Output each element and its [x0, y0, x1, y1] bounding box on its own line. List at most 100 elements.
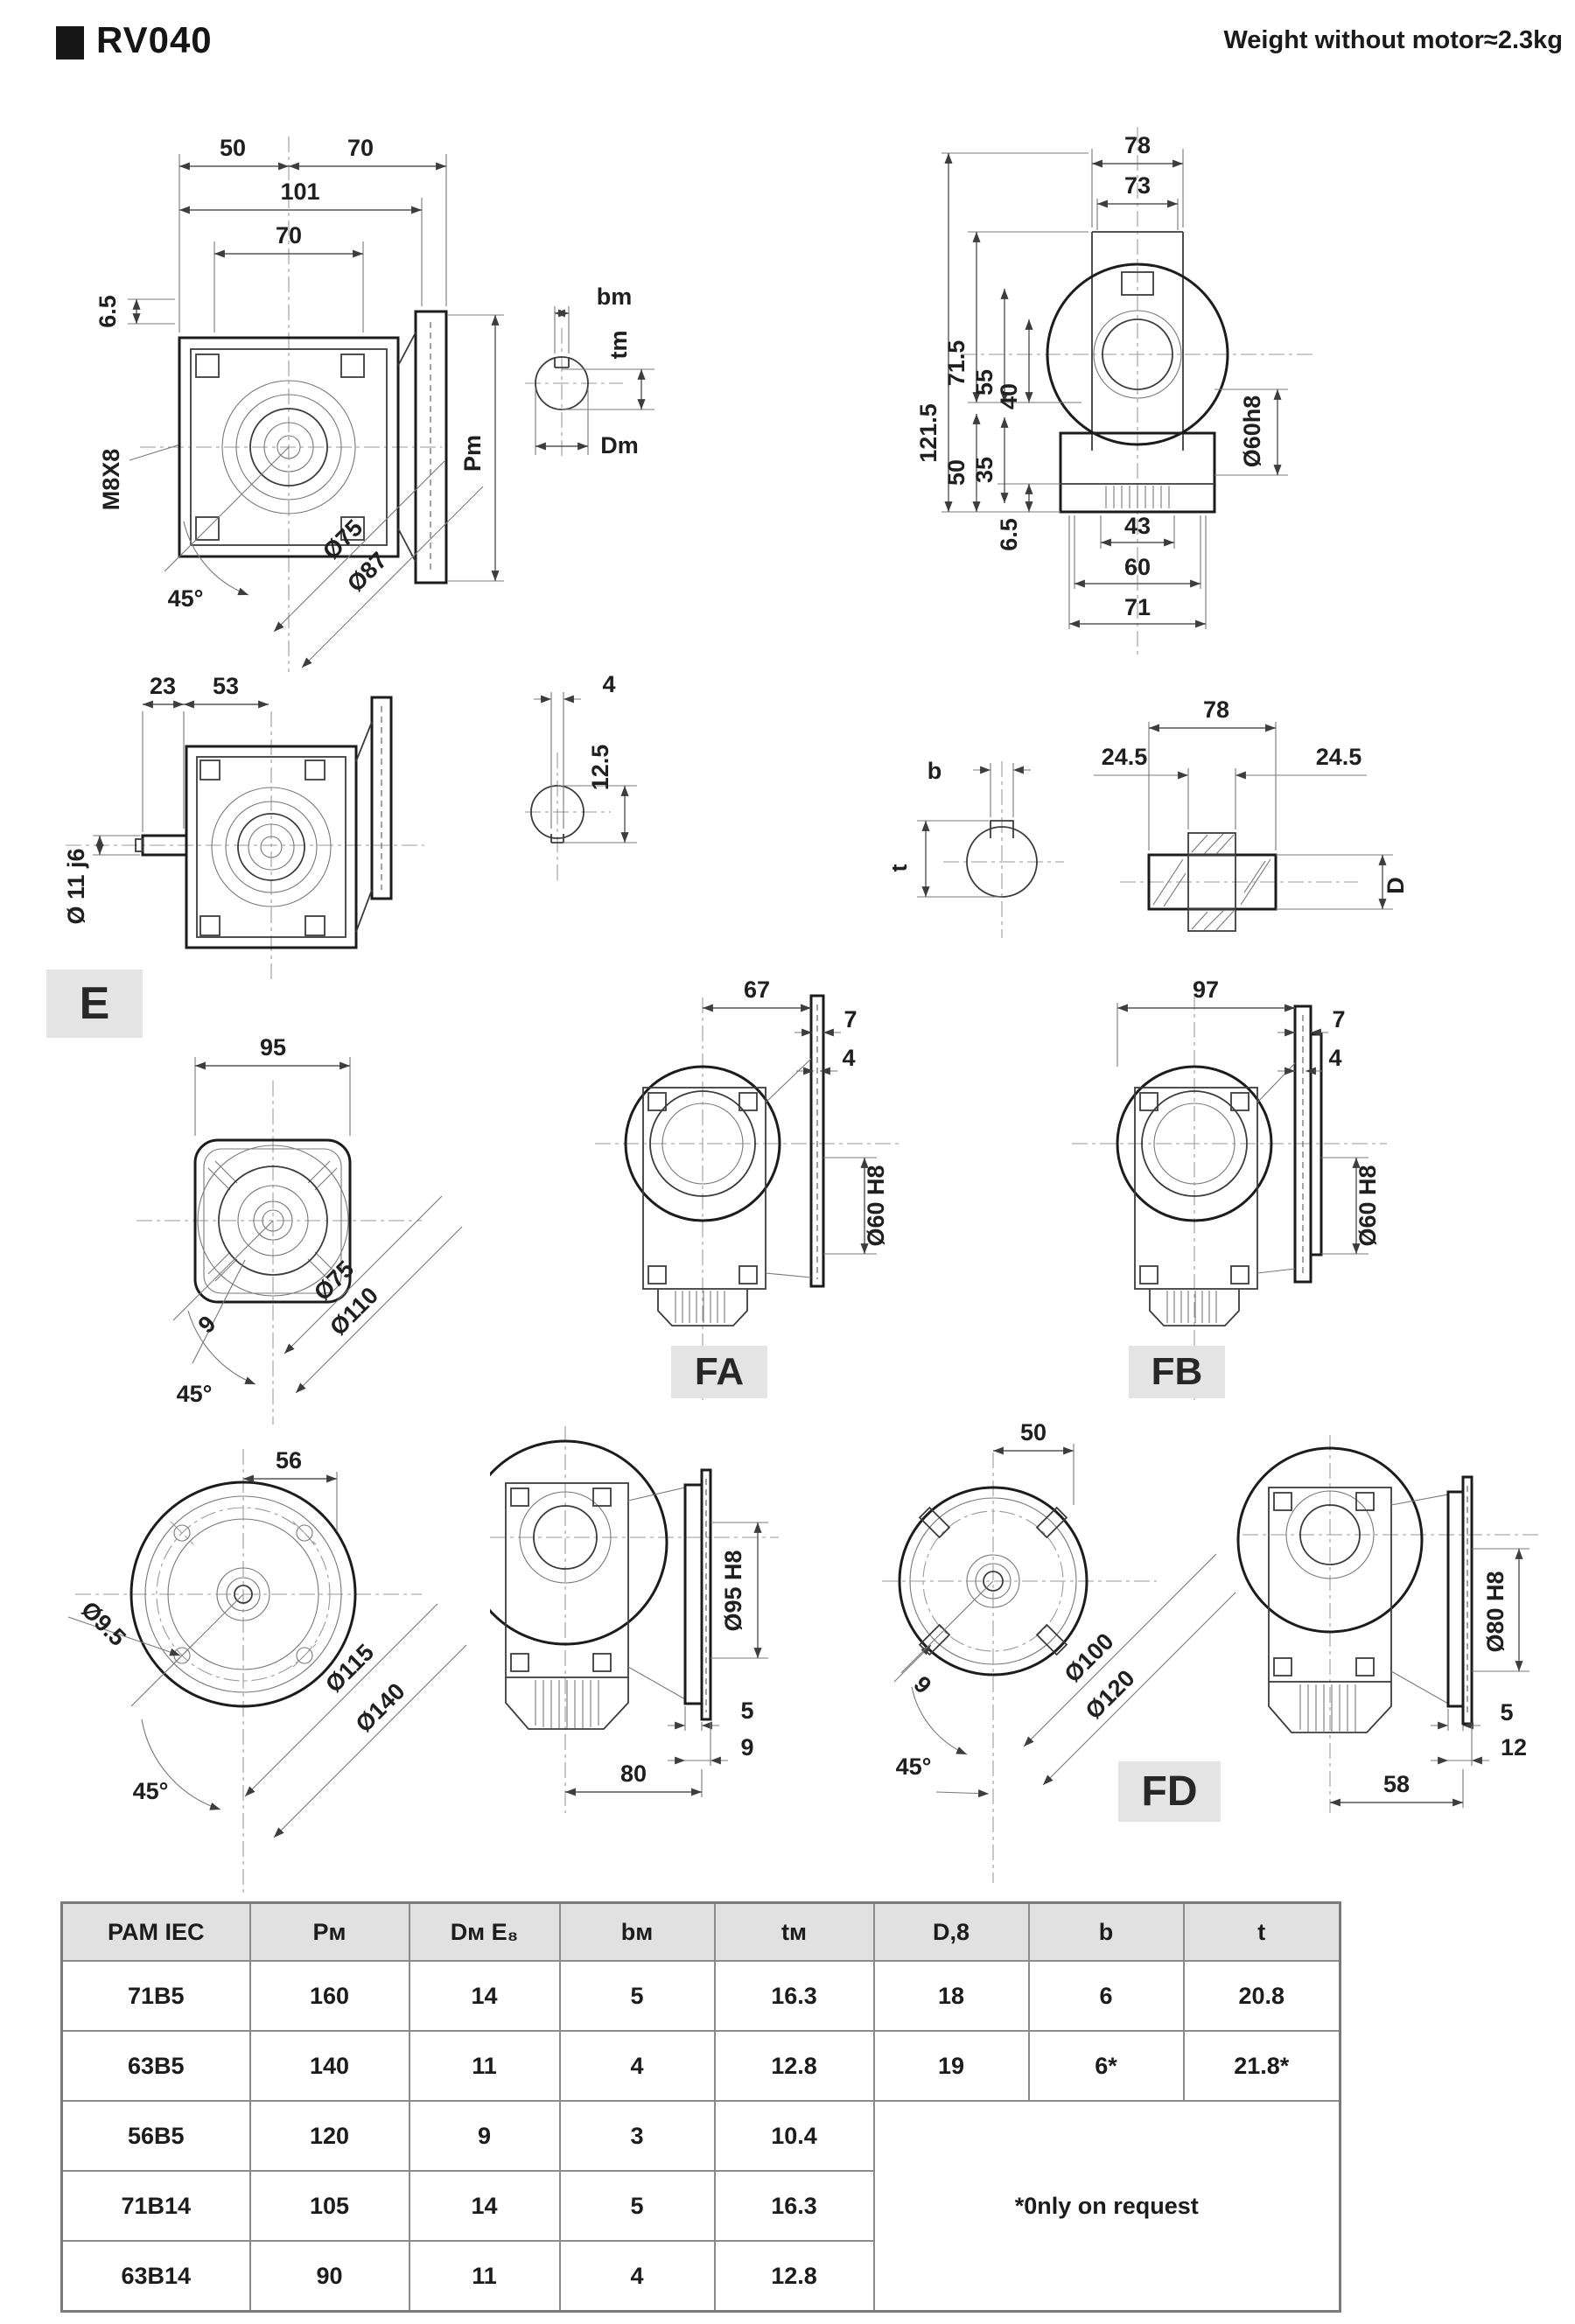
dim-label: 101	[280, 178, 319, 205]
dim-label: 121.5	[915, 403, 942, 463]
dim-label: 45°	[133, 1778, 169, 1804]
dim-label: 53	[213, 673, 239, 699]
dim-label: 5	[1500, 1699, 1513, 1726]
thread-label: M8X8	[98, 449, 124, 511]
table-cell: 4	[558, 2240, 716, 2313]
table-cell: 71B5	[60, 1960, 251, 2032]
col-header: Dᴍ E₈	[408, 1901, 561, 1962]
dim-label: Ø60h8	[1239, 396, 1265, 468]
dim-label: 12.5	[587, 745, 613, 791]
table-row: 63B14 90 11 4 12.8	[60, 2240, 1340, 2313]
table-cell: 18	[872, 1960, 1030, 2032]
dim-label: Dm	[600, 432, 639, 458]
variant-label-fa: FA	[671, 1346, 767, 1398]
dim-label: D	[1382, 877, 1409, 894]
dim-label: 45°	[168, 585, 204, 612]
table-header-row: PAM IEC Pᴍ Dᴍ E₈ bᴍ tᴍ D,8 b t	[60, 1901, 1341, 1962]
dim-label: 24.5	[1316, 744, 1362, 770]
drawing-e-flange: 95 Ø75 Ø110 9 45°	[136, 1034, 463, 1424]
table-cell: 5	[558, 2170, 716, 2242]
table-cell: 90	[248, 2240, 410, 2313]
dim-label: 45°	[896, 1754, 932, 1780]
table-cell: 120	[248, 2100, 410, 2172]
dim-label: 6.5	[94, 295, 121, 328]
table-note-cell: *0nly on request	[872, 2100, 1341, 2313]
dim-label: Ø60 H8	[863, 1165, 889, 1246]
drawing-hollow-shaft-section: 78 24.5 24.5 D	[1094, 696, 1409, 932]
col-header: b	[1027, 1901, 1185, 1962]
table-cell: 16.3	[713, 1960, 875, 2032]
dim-label: 70	[347, 135, 374, 161]
dim-label: 70	[276, 222, 302, 248]
drawing-input-key-section: 4 12.5	[525, 671, 637, 884]
table-cell: 6*	[1027, 2030, 1185, 2102]
drawing-fc-side-view: Ø95 H8 5 9 80	[490, 1426, 779, 1813]
dim-label: Ø9.5	[76, 1596, 131, 1651]
dim-label: Pm	[459, 435, 486, 472]
table-cell: 140	[248, 2030, 410, 2102]
dim-label: Ø95 H8	[720, 1550, 746, 1631]
table-cell: 105	[248, 2170, 410, 2242]
table-cell: 9	[408, 2100, 561, 2172]
dim-label: 95	[260, 1034, 286, 1060]
drawing-fb-view: 97 7 4 Ø60 H8	[1072, 980, 1387, 1400]
title-bullet-icon	[56, 26, 84, 60]
drawing-input-shaft-view: 23 53 Ø 11 j6	[63, 673, 424, 980]
variant-label-fa-text: FA	[694, 1350, 745, 1393]
table-cell: 21.8*	[1182, 2030, 1341, 2102]
dim-label: 35	[971, 457, 998, 483]
dim-label: 67	[744, 980, 770, 1003]
table-cell: 14	[408, 1960, 561, 2032]
weight-note: Weight without motor≈2.3kg	[1223, 26, 1563, 54]
dim-label: 12	[1501, 1734, 1527, 1760]
dim-label: 40	[996, 383, 1022, 410]
dim-label: 5	[740, 1698, 753, 1724]
dim-label: 23	[150, 673, 176, 699]
table-cell: 6	[1027, 1960, 1185, 2032]
dim-label: 50	[1020, 1419, 1046, 1446]
drawing-fd-side-view: Ø80 H8 5 12 58	[1236, 1435, 1542, 1813]
table-cell: 12.8	[713, 2030, 875, 2102]
col-header: PAM IEC	[60, 1901, 251, 1962]
drawing-rear-view: 78 73 121.5 71.5 55 40 50 35 6.5	[915, 127, 1314, 659]
variant-label-e: E	[46, 970, 143, 1038]
dim-label: 4	[602, 671, 615, 697]
table-cell: 16.3	[713, 2170, 875, 2242]
table-cell: 19	[872, 2030, 1030, 2102]
col-header: tᴍ	[713, 1901, 875, 1962]
table-cell: 4	[558, 2030, 716, 2102]
variant-label-fd-text: FD	[1141, 1768, 1198, 1815]
table-cell: 20.8	[1182, 1960, 1341, 2032]
drawing-motor-shaft-section: bm tm Dm	[525, 284, 654, 458]
table-row: 63B5 140 11 4 12.8 19 6* 21.8*	[60, 2030, 1341, 2102]
variant-label-e-text: E	[79, 978, 110, 1029]
page-title: RV040	[96, 19, 213, 60]
dim-label: Ø80 H8	[1482, 1571, 1508, 1652]
table-row: 71B5 160 14 5 16.3 18 6 20.8	[60, 1960, 1341, 2032]
dim-label: 55	[971, 369, 998, 396]
dim-label: b	[928, 758, 942, 784]
dim-label: 4	[842, 1045, 855, 1071]
pam-iec-table: PAM IEC Pᴍ Dᴍ E₈ bᴍ tᴍ D,8 b t 71B5 160 …	[60, 1901, 1341, 2313]
variant-label-fb: FB	[1129, 1346, 1225, 1398]
dim-label: Ø115	[320, 1639, 379, 1698]
drawing-output-key-section: b t	[892, 758, 1064, 938]
dim-label: 43	[1124, 513, 1151, 539]
col-header: Pᴍ	[248, 1901, 410, 1962]
dim-label: 9	[740, 1734, 753, 1760]
dim-label: 58	[1383, 1771, 1410, 1797]
dim-label: 6.5	[996, 518, 1022, 551]
variant-label-fd: FD	[1118, 1761, 1221, 1822]
table-cell: 11	[408, 2030, 561, 2102]
dim-label: 45°	[177, 1381, 213, 1407]
table-cell: 56B5	[60, 2100, 251, 2172]
col-header: D,8	[872, 1901, 1030, 1962]
dim-label: 71	[1124, 594, 1151, 620]
table-cell: 11	[408, 2240, 561, 2313]
table-cell: 3	[558, 2100, 716, 2172]
dim-label: 7	[844, 1006, 857, 1032]
dim-label: 73	[1124, 172, 1151, 199]
dim-label: 80	[620, 1760, 647, 1787]
dim-label: 24.5	[1102, 744, 1148, 770]
